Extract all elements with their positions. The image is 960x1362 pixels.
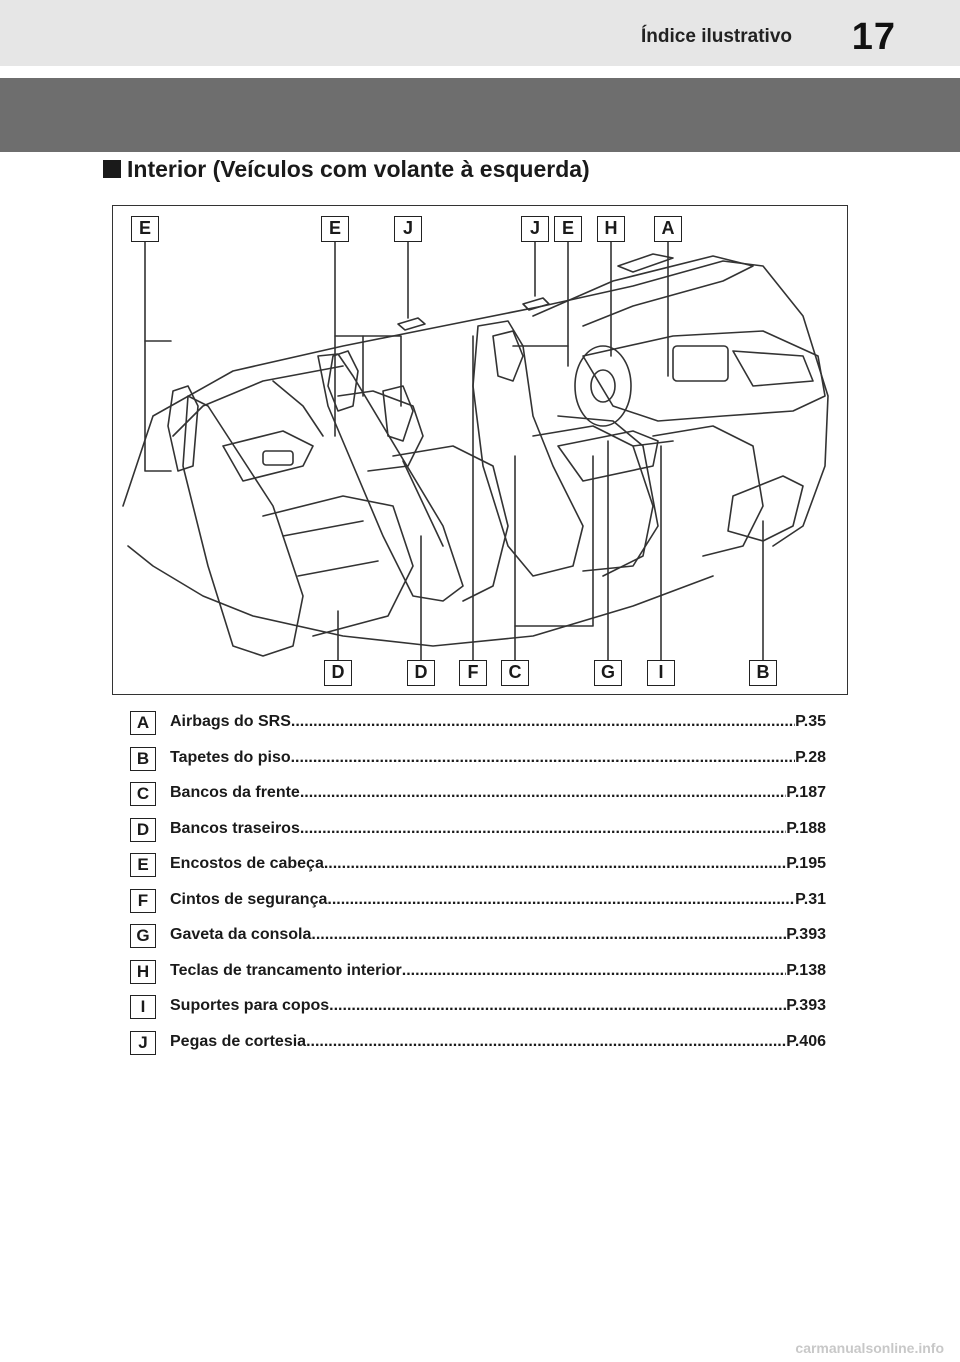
legend-label: Teclas de trancamento interior — [170, 961, 402, 979]
callout-top-4: J — [521, 216, 549, 242]
legend-page-ref: P.187 — [786, 784, 826, 801]
legend-key: C — [130, 782, 156, 806]
callout-bottom-5: G — [594, 660, 622, 686]
legend-label: Gaveta da consola — [170, 926, 312, 943]
legend-label: Bancos traseiros — [170, 819, 300, 837]
legend-label: Encostos de cabeça — [170, 855, 324, 872]
callout-bottom-3: F — [459, 660, 487, 686]
legend-page-ref: P.35 — [795, 713, 826, 730]
callout-bottom-4: C — [501, 660, 529, 686]
callout-top-2: E — [321, 216, 349, 242]
callout-top-1: E — [131, 216, 159, 242]
legend-item: C Bancos da frente P.187 — [130, 781, 830, 817]
legend-key: G — [130, 924, 156, 948]
legend-label: Cintos de segurança — [170, 890, 328, 908]
callout-bottom-7: B — [749, 660, 777, 686]
legend-label: Tapetes do piso — [170, 748, 291, 766]
legend-key: J — [130, 1030, 156, 1055]
legend-item: E Encostos de cabeça P.195 — [130, 852, 830, 888]
legend-label: Suportes para copos — [170, 997, 330, 1014]
legend-page-ref: P.406 — [786, 1032, 826, 1050]
legend-key: D — [130, 817, 156, 842]
callout-top-5: E — [554, 216, 582, 242]
legend-key: F — [130, 888, 156, 913]
callout-top-3: J — [394, 216, 422, 242]
legend-key: B — [130, 746, 156, 771]
legend-item: F Cintos de segurança P.31 — [130, 888, 830, 924]
callout-bottom-1: D — [324, 660, 352, 686]
legend-item: D Bancos traseiros P.188 — [130, 817, 830, 853]
legend-page-ref: P.393 — [786, 997, 826, 1014]
watermark-text: carmanualsonline.info — [795, 1340, 944, 1356]
header-band — [0, 78, 960, 152]
legend-item: G Gaveta da consola P.393 — [130, 923, 830, 959]
legend-page-ref: P.393 — [786, 926, 826, 943]
callout-bottom-6: I — [647, 660, 675, 686]
legend-list: A Airbags do SRS P.35 B Tapetes do piso P.28… — [130, 710, 830, 1065]
interior-illustration: E E J J E H A D D F C G I B — [112, 205, 848, 695]
legend-page-ref: P.28 — [795, 748, 826, 766]
legend-key: I — [130, 995, 156, 1019]
legend-page-ref: P.188 — [786, 819, 826, 837]
page-number: 17 — [851, 16, 896, 58]
car-interior-drawing — [122, 241, 829, 662]
legend-key: A — [130, 711, 156, 735]
legend-key: H — [130, 959, 156, 984]
callout-top-6: H — [597, 216, 625, 242]
legend-item: H Teclas de trancamento interior P.138 — [130, 959, 830, 995]
legend-item: B Tapetes do piso P.28 — [130, 746, 830, 782]
legend-key: E — [130, 853, 156, 877]
legend-page-ref: P.31 — [795, 890, 826, 908]
legend-label: Bancos da frente — [170, 784, 300, 801]
legend-page-ref: P.138 — [786, 961, 826, 979]
legend-label: Airbags do SRS — [170, 713, 291, 730]
page-heading: Interior (Veículos com volante à esquerd… — [103, 156, 590, 183]
callout-bottom-2: D — [407, 660, 435, 686]
page-header-bar — [0, 0, 960, 66]
legend-page-ref: P.195 — [786, 855, 826, 872]
section-title: Índice ilustrativo — [641, 26, 792, 47]
heading-text: Interior (Veículos com volante à esquerd… — [127, 156, 590, 182]
legend-item: J Pegas de cortesia P.406 — [130, 1030, 830, 1066]
legend-item: I Suportes para copos P.393 — [130, 994, 830, 1030]
legend-item: A Airbags do SRS P.35 — [130, 710, 830, 746]
legend-label: Pegas de cortesia — [170, 1032, 307, 1050]
square-bullet-icon — [103, 160, 121, 178]
callout-top-7: A — [654, 216, 682, 242]
